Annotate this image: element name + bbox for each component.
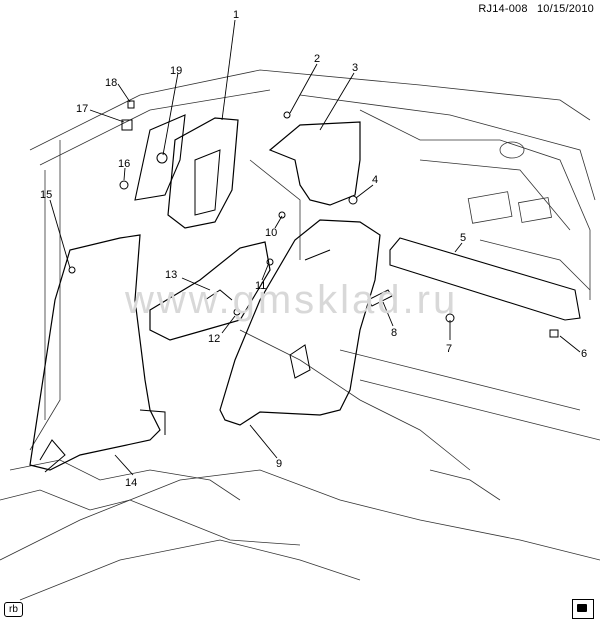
callout-8: 8 (391, 327, 397, 339)
callout-17: 17 (76, 103, 88, 115)
part-6-clip (549, 329, 559, 338)
part-11-clip (266, 258, 274, 266)
part-10-clip (278, 211, 286, 219)
callout-19: 19 (170, 65, 182, 77)
part-5-shape (389, 237, 581, 321)
callout-11: 11 (255, 280, 266, 292)
footer-tag: rb (4, 602, 23, 617)
callout-15: 15 (40, 189, 52, 201)
callout-7: 7 (446, 343, 452, 355)
fasteners (68, 100, 559, 338)
part-9-shape (219, 219, 381, 426)
callout-5: 5 (460, 232, 466, 244)
callout-14: 14 (125, 477, 137, 489)
vehicle-body-context (0, 69, 600, 601)
part-4-clip (348, 195, 358, 205)
callout-10: 10 (265, 227, 277, 239)
watermark: www.gmsklad.ru (125, 278, 459, 322)
part-8-shape (367, 289, 393, 307)
callout-1: 1 (233, 9, 239, 21)
gm-book-icon (572, 599, 594, 619)
part-19-shape (134, 114, 186, 201)
part-2-clip (283, 111, 291, 119)
diagram-header: RJ14-008 10/15/2010 (472, 3, 594, 15)
callout-16: 16 (118, 158, 130, 170)
callout-3: 3 (352, 62, 358, 74)
part-14-shape (29, 234, 161, 471)
callout-12: 12 (208, 333, 220, 345)
callout-4: 4 (372, 174, 378, 186)
callout-9: 9 (276, 458, 282, 470)
callout-13: 13 (165, 269, 177, 281)
leader-lines (49, 19, 581, 476)
part-13-shape (149, 241, 271, 341)
callout-6: 6 (581, 348, 587, 360)
callout-2: 2 (314, 53, 320, 65)
part-16-clip (119, 180, 129, 190)
part-18-clip (127, 100, 135, 109)
part-17-clip (121, 119, 133, 131)
diagram-date: 10/15/2010 (536, 3, 594, 15)
part-12-clip (233, 308, 241, 316)
part-15-clip (68, 266, 76, 274)
callout-18: 18 (105, 77, 117, 89)
part-1-shape (167, 117, 239, 229)
part-3-shape (268, 121, 361, 206)
callout-labels: 1 2 3 4 5 6 7 8 9 10 11 12 13 14 15 16 1… (40, 9, 587, 489)
part-code: RJ14-008 (478, 3, 528, 15)
